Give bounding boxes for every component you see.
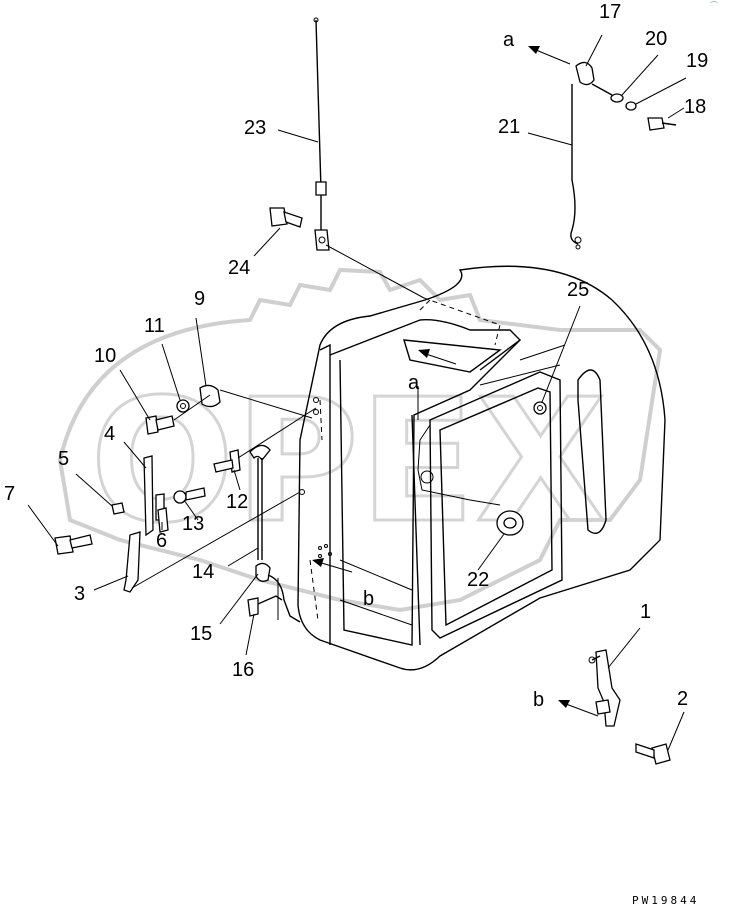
view-label-va-cab: a xyxy=(408,372,420,394)
callout-22: 22 xyxy=(467,569,489,591)
callout-10: 10 xyxy=(94,345,116,367)
callout-9: 9 xyxy=(194,288,205,310)
callout-20: 20 xyxy=(645,28,667,50)
corner-mark: ⌒ xyxy=(710,1,718,10)
callout-5: 5 xyxy=(58,448,69,470)
drawing-code: PW19844 xyxy=(632,894,699,907)
callout-6: 6 xyxy=(156,530,167,552)
callout-12: 12 xyxy=(226,491,248,513)
callout-15: 15 xyxy=(190,623,212,645)
callout-14: 14 xyxy=(192,561,214,583)
callout-11: 11 xyxy=(144,315,165,337)
callout-13: 13 xyxy=(182,513,204,535)
view-arrows xyxy=(312,46,599,717)
cord-assembly xyxy=(570,61,677,250)
callout-21: 21 xyxy=(498,116,520,138)
callout-16: 16 xyxy=(232,659,254,681)
callout-3: 3 xyxy=(74,583,85,605)
callout-24: 24 xyxy=(228,257,250,279)
leader-lines xyxy=(27,34,687,751)
antenna-assembly xyxy=(313,17,330,251)
watermark-letters: OPEX xyxy=(90,363,606,561)
cab-body xyxy=(297,265,666,671)
callout-23: 23 xyxy=(244,117,266,139)
callout-18: 18 xyxy=(684,96,706,118)
bolt-24 xyxy=(269,207,303,228)
callout-25: 25 xyxy=(567,279,589,301)
view-label-vb-side: b xyxy=(533,689,544,711)
callout-1: 1 xyxy=(640,601,651,623)
view-label-va-top: a xyxy=(503,29,515,51)
view-label-vb-cab: b xyxy=(363,588,374,610)
callout-4: 4 xyxy=(104,423,115,445)
callout-2: 2 xyxy=(677,688,688,710)
view-labels: a a b b xyxy=(363,29,544,711)
wiper-assembly xyxy=(54,384,301,623)
mirror-bracket xyxy=(588,649,671,765)
callout-19: 19 xyxy=(686,50,708,72)
callout-17: 17 xyxy=(599,1,621,23)
callout-7: 7 xyxy=(4,483,15,505)
